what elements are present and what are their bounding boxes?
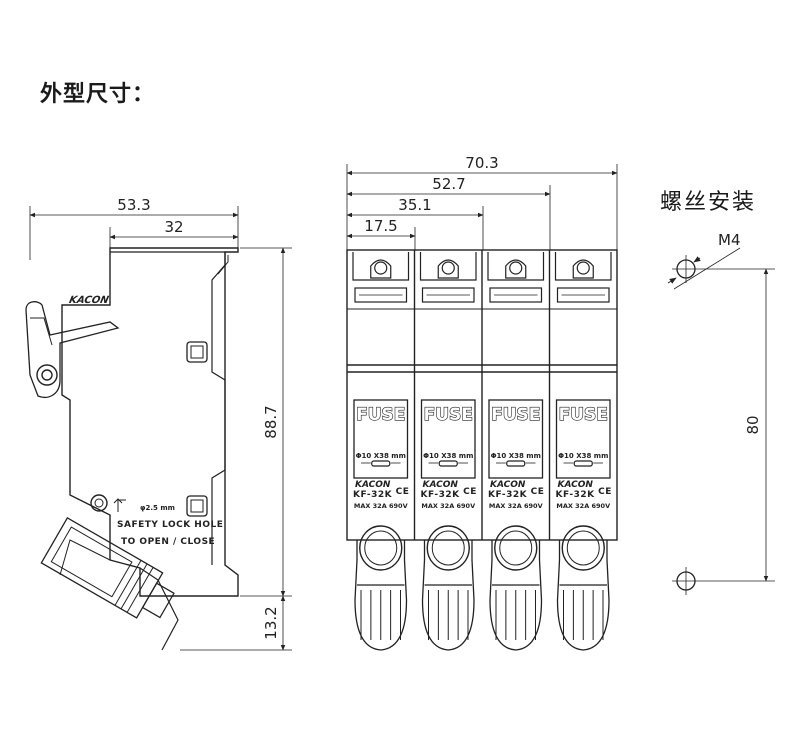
pole-rating-label: MAX 32A 690V [556, 502, 610, 510]
ce-mark: CE [531, 487, 545, 497]
dim-70-3: 70.3 [465, 154, 498, 172]
dim-52-7: 52.7 [432, 175, 465, 193]
fuse-size-label: Φ10 X38 mm [356, 452, 406, 460]
fuse-label: FUSE [491, 405, 540, 425]
dim-80: 80 [744, 415, 762, 434]
pole-rating-label: MAX 32A 690V [489, 502, 543, 510]
dim-32: 32 [164, 218, 183, 236]
fuse-size-label: Φ10 X38 mm [491, 452, 541, 460]
lock-label-line1: SAFETY LOCK HOLE [117, 520, 223, 530]
pole-rating-label: MAX 32A 690V [421, 502, 475, 510]
pole-model-label: KF-32K [421, 490, 461, 500]
dim-13-2: 13.2 [262, 606, 280, 639]
mount-title: 螺丝安装 [660, 190, 757, 215]
dim-17-5: 17.5 [364, 217, 397, 235]
pole-brand-logo: KACON [490, 480, 526, 490]
pole-model-label: KF-32K [488, 490, 528, 500]
fuse-size-label: Φ10 X38 mm [423, 452, 473, 460]
dim-53-3: 53.3 [117, 196, 150, 214]
side-brand-logo: KACON [68, 295, 110, 306]
ce-mark: CE [463, 487, 477, 497]
pole-rating-label: MAX 32A 690V [354, 502, 408, 510]
lock-label-line2: TO OPEN / CLOSE [121, 537, 215, 547]
pole-brand-logo: KACON [355, 480, 391, 490]
ce-mark: CE [396, 487, 410, 497]
mount-diagram [667, 247, 775, 595]
dim-35-1: 35.1 [398, 196, 431, 214]
pole-brand-logo: KACON [423, 480, 459, 490]
fuse-label: FUSE [356, 405, 405, 425]
fuse-label: FUSE [559, 405, 608, 425]
fuse-size-label: Φ10 X38 mm [558, 452, 608, 460]
dim-88-7: 88.7 [262, 405, 280, 438]
hole-size-label: φ2.5 mm [140, 504, 175, 512]
fuse-label: FUSE [424, 405, 473, 425]
screw-size-label: M4 [718, 231, 741, 249]
pole-brand-logo: KACON [558, 480, 594, 490]
pole-model-label: KF-32K [556, 490, 596, 500]
side-view [25, 206, 292, 651]
page-title: 外型尺寸： [40, 82, 156, 107]
ce-mark: CE [598, 487, 612, 497]
pole-model-label: KF-32K [353, 490, 393, 500]
